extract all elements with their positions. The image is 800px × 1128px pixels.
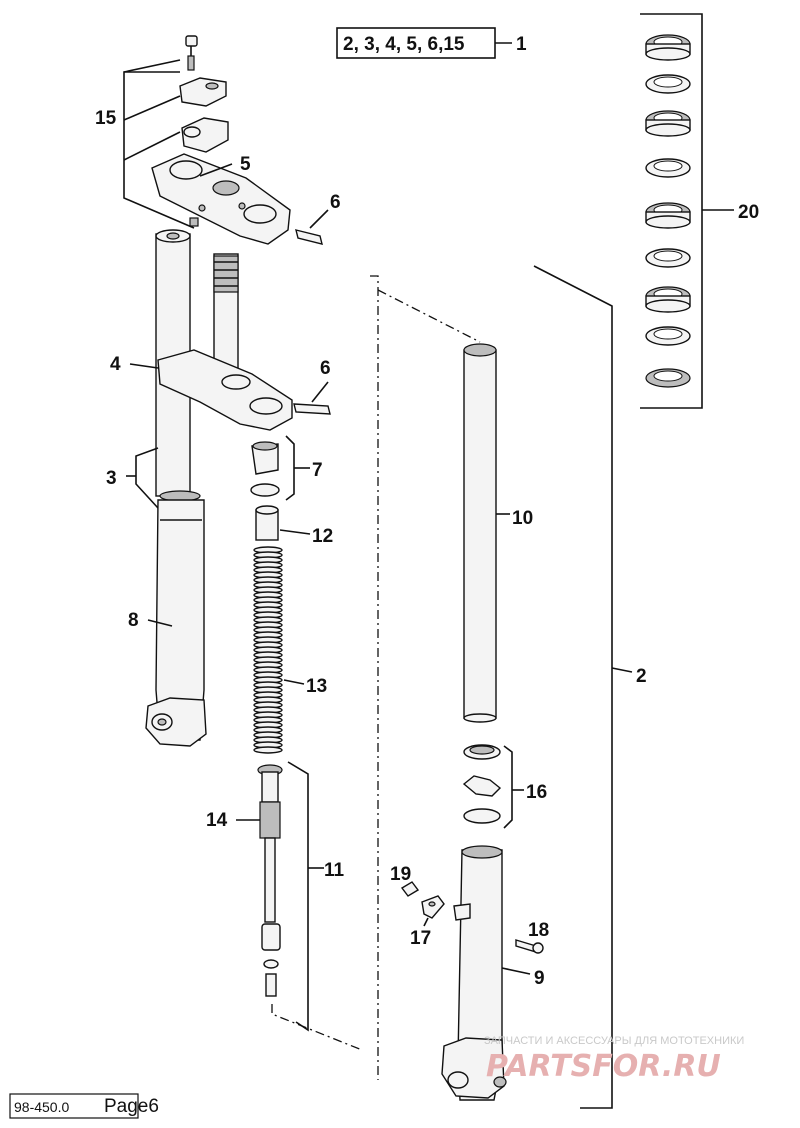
callout-1: 1 bbox=[516, 34, 527, 55]
callout-3: 3 bbox=[106, 468, 117, 489]
callout-12: 12 bbox=[312, 526, 333, 547]
fork-cap-group: 7 bbox=[250, 435, 323, 501]
callout-19: 19 bbox=[390, 864, 411, 885]
callout-7: 7 bbox=[312, 460, 323, 481]
callout-9: 9 bbox=[534, 968, 545, 989]
bearing-ring bbox=[645, 286, 691, 313]
left-fork-leg: 3 8 bbox=[106, 447, 207, 747]
callout-10: 10 bbox=[512, 508, 533, 529]
bearing-ring bbox=[645, 74, 691, 94]
watermark-logo: PARTSFOR.RU bbox=[486, 1049, 721, 1084]
footer: 98-450.0 Page6 bbox=[9, 1093, 159, 1119]
bearing-ring bbox=[645, 326, 691, 346]
callout-8: 8 bbox=[128, 610, 139, 631]
fork-spring: 13 bbox=[253, 546, 327, 754]
upper-triple-clamp: 5 bbox=[151, 153, 291, 245]
bearing-ring bbox=[645, 248, 691, 268]
callout-13: 13 bbox=[306, 676, 327, 697]
kit-box-label: 2, 3, 4, 5, 6,15 bbox=[343, 34, 465, 55]
watermark-tagline: ЗАПЧАСТИ И АКСЕССУАРЫ ДЛЯ МОТОТЕХНИКИ bbox=[484, 1035, 744, 1047]
callout-5: 5 bbox=[240, 154, 251, 175]
callout-18: 18 bbox=[528, 920, 549, 941]
callout-11: 11 bbox=[324, 860, 345, 881]
callout-6a: 6 bbox=[330, 192, 341, 213]
assembly-line bbox=[370, 275, 379, 1080]
bearing-ring bbox=[645, 158, 691, 178]
callout-2: 2 bbox=[636, 666, 647, 687]
callout-20: 20 bbox=[738, 202, 759, 223]
right-leg-bracket: 2 bbox=[533, 265, 647, 1109]
kit-callout: 2, 3, 4, 5, 6,15 1 bbox=[336, 27, 527, 59]
assembly-line-3 bbox=[271, 1004, 363, 1051]
callout-15: 15 bbox=[95, 108, 117, 129]
handlebar-clamp-group: 15 bbox=[95, 35, 229, 229]
bearing-ring bbox=[645, 34, 691, 61]
bearing-ring bbox=[645, 368, 691, 388]
clamp-bolt-top: 6 bbox=[295, 192, 341, 245]
small-parts: 19 17 18 bbox=[390, 864, 549, 954]
bearing-ring bbox=[645, 202, 691, 229]
page-label: Page6 bbox=[104, 1096, 159, 1117]
fork-and-stem: 4 bbox=[110, 229, 293, 497]
spacer-tube: 12 bbox=[255, 505, 333, 547]
clamp-bolt-lower: 6 bbox=[293, 358, 331, 415]
bearing-stack: 20 bbox=[640, 13, 759, 409]
callout-17: 17 bbox=[410, 928, 431, 949]
inner-tube: 10 bbox=[463, 343, 533, 723]
bearing-ring bbox=[645, 110, 691, 137]
seal-kit: 16 bbox=[462, 744, 547, 829]
assembly-line-2 bbox=[377, 289, 481, 343]
doc-number: 98-450.0 bbox=[14, 1099, 69, 1115]
outer-slider: 9 bbox=[441, 845, 545, 1101]
callout-14: 14 bbox=[206, 810, 228, 831]
callout-6b: 6 bbox=[320, 358, 331, 379]
spring-coil bbox=[253, 746, 283, 754]
watermark: ЗАПЧАСТИ И АКСЕССУАРЫ ДЛЯ МОТОТЕХНИКИ PA… bbox=[484, 1035, 744, 1084]
callout-4: 4 bbox=[110, 354, 121, 375]
callout-16: 16 bbox=[526, 782, 547, 803]
damper-rod-group: 14 11 bbox=[206, 761, 345, 1032]
